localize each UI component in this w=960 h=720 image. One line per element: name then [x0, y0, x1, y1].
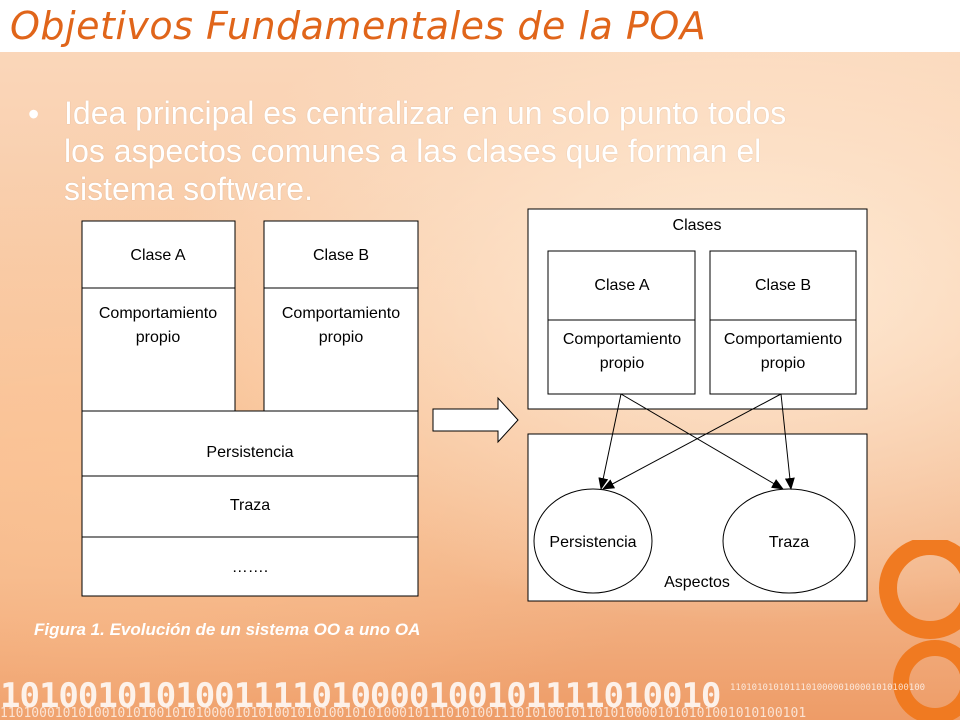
left-class-a-name: Clase A [130, 247, 185, 264]
persistence-aspect [533, 488, 653, 594]
aspects-title: Aspectos [664, 574, 730, 591]
bullet-text: Idea principal es centralizar en un solo… [64, 95, 787, 207]
arrow-class-b-to-persistence [602, 393, 782, 490]
left-class-a-behavior-line1: Comportamiento [99, 305, 217, 322]
persistence-aspect-label: Persistencia [549, 534, 636, 551]
right-class-b-behavior-line2: propio [761, 355, 806, 372]
classes-title: Clases [673, 217, 722, 234]
decorative-circles [879, 540, 960, 720]
arrow-class-a-to-trace [620, 393, 784, 490]
bullet-marker: • [28, 96, 40, 132]
right-class-b-behavior-line1: Comportamiento [724, 331, 842, 348]
arrow-class-b-to-trace [780, 393, 795, 490]
binary-decoration-large: 1010010101001111010000100101111010010 [0, 676, 721, 716]
binary-decoration-bottom: 1101000101010010101001010100001010100101… [0, 706, 807, 720]
oa-system-diagram: Clases Clase A Comportamiento propio Cla… [527, 208, 868, 602]
binary-decoration-small: 110101010101110100000100001010100100 [730, 683, 926, 693]
left-more-label: ……. [232, 559, 268, 576]
left-class-b-name: Clase B [313, 247, 369, 264]
right-class-b-name: Clase B [755, 277, 811, 294]
left-class-b-box [263, 220, 419, 412]
left-class-b-behavior-line2: propio [319, 329, 364, 346]
right-class-a-name: Clase A [594, 277, 649, 294]
oo-system-diagram: Clase A Comportamiento propio Clase B Co… [81, 220, 419, 597]
arrow-class-a-to-persistence [598, 393, 622, 490]
slide-title: Objetivos Fundamentales de la POA [10, 4, 707, 48]
figure-caption: Figura 1. Evolución de un sistema OO a u… [34, 620, 421, 639]
left-persistence-label: Persistencia [206, 444, 293, 461]
right-class-a-box [547, 250, 696, 395]
left-trace-row [81, 475, 419, 538]
left-more-row [81, 536, 419, 597]
right-class-b-box [709, 250, 857, 395]
title-bar [0, 0, 960, 52]
left-class-a-box [81, 220, 236, 412]
left-class-a-behavior-line2: propio [136, 329, 181, 346]
left-class-b-behavior-line1: Comportamiento [282, 305, 400, 322]
transition-arrow [432, 396, 519, 444]
trace-aspect-label: Traza [769, 534, 809, 551]
right-class-a-behavior-line2: propio [600, 355, 645, 372]
right-class-a-behavior-line1: Comportamiento [563, 331, 681, 348]
left-trace-label: Traza [230, 497, 270, 514]
